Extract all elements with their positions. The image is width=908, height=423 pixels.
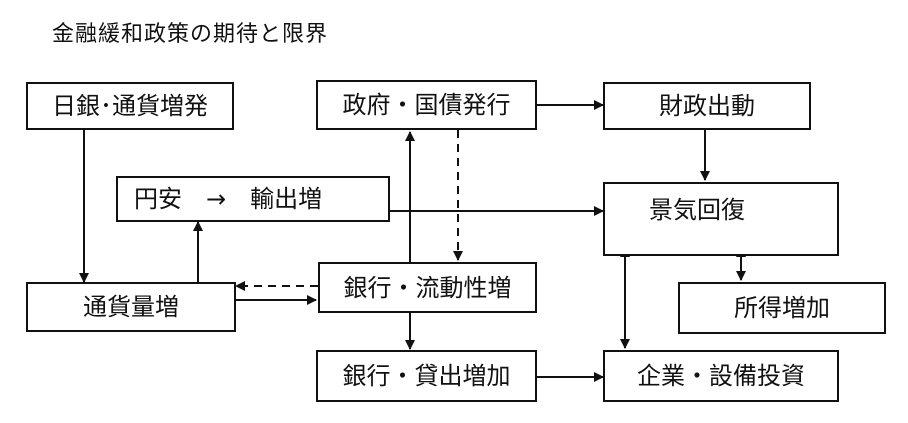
node-yen-export: 円安 → 輸出増 — [116, 176, 390, 222]
node-gov: 政府・国債発行 — [316, 80, 537, 130]
node-money: 通貨量増 — [26, 282, 236, 332]
node-investment: 企業・設備投資 — [603, 350, 839, 402]
node-recovery: 景気回復 — [603, 182, 839, 256]
node-boj: 日銀･通貨増発 — [26, 82, 234, 130]
diagram-title: 金融緩和政策の期待と限界 — [52, 22, 329, 47]
node-bank-loan: 銀行・貸出増加 — [316, 350, 537, 402]
node-fiscal: 財政出動 — [603, 82, 811, 130]
node-bank-liquidity: 銀行・流動性増 — [318, 262, 537, 313]
node-income: 所得増加 — [678, 282, 886, 334]
